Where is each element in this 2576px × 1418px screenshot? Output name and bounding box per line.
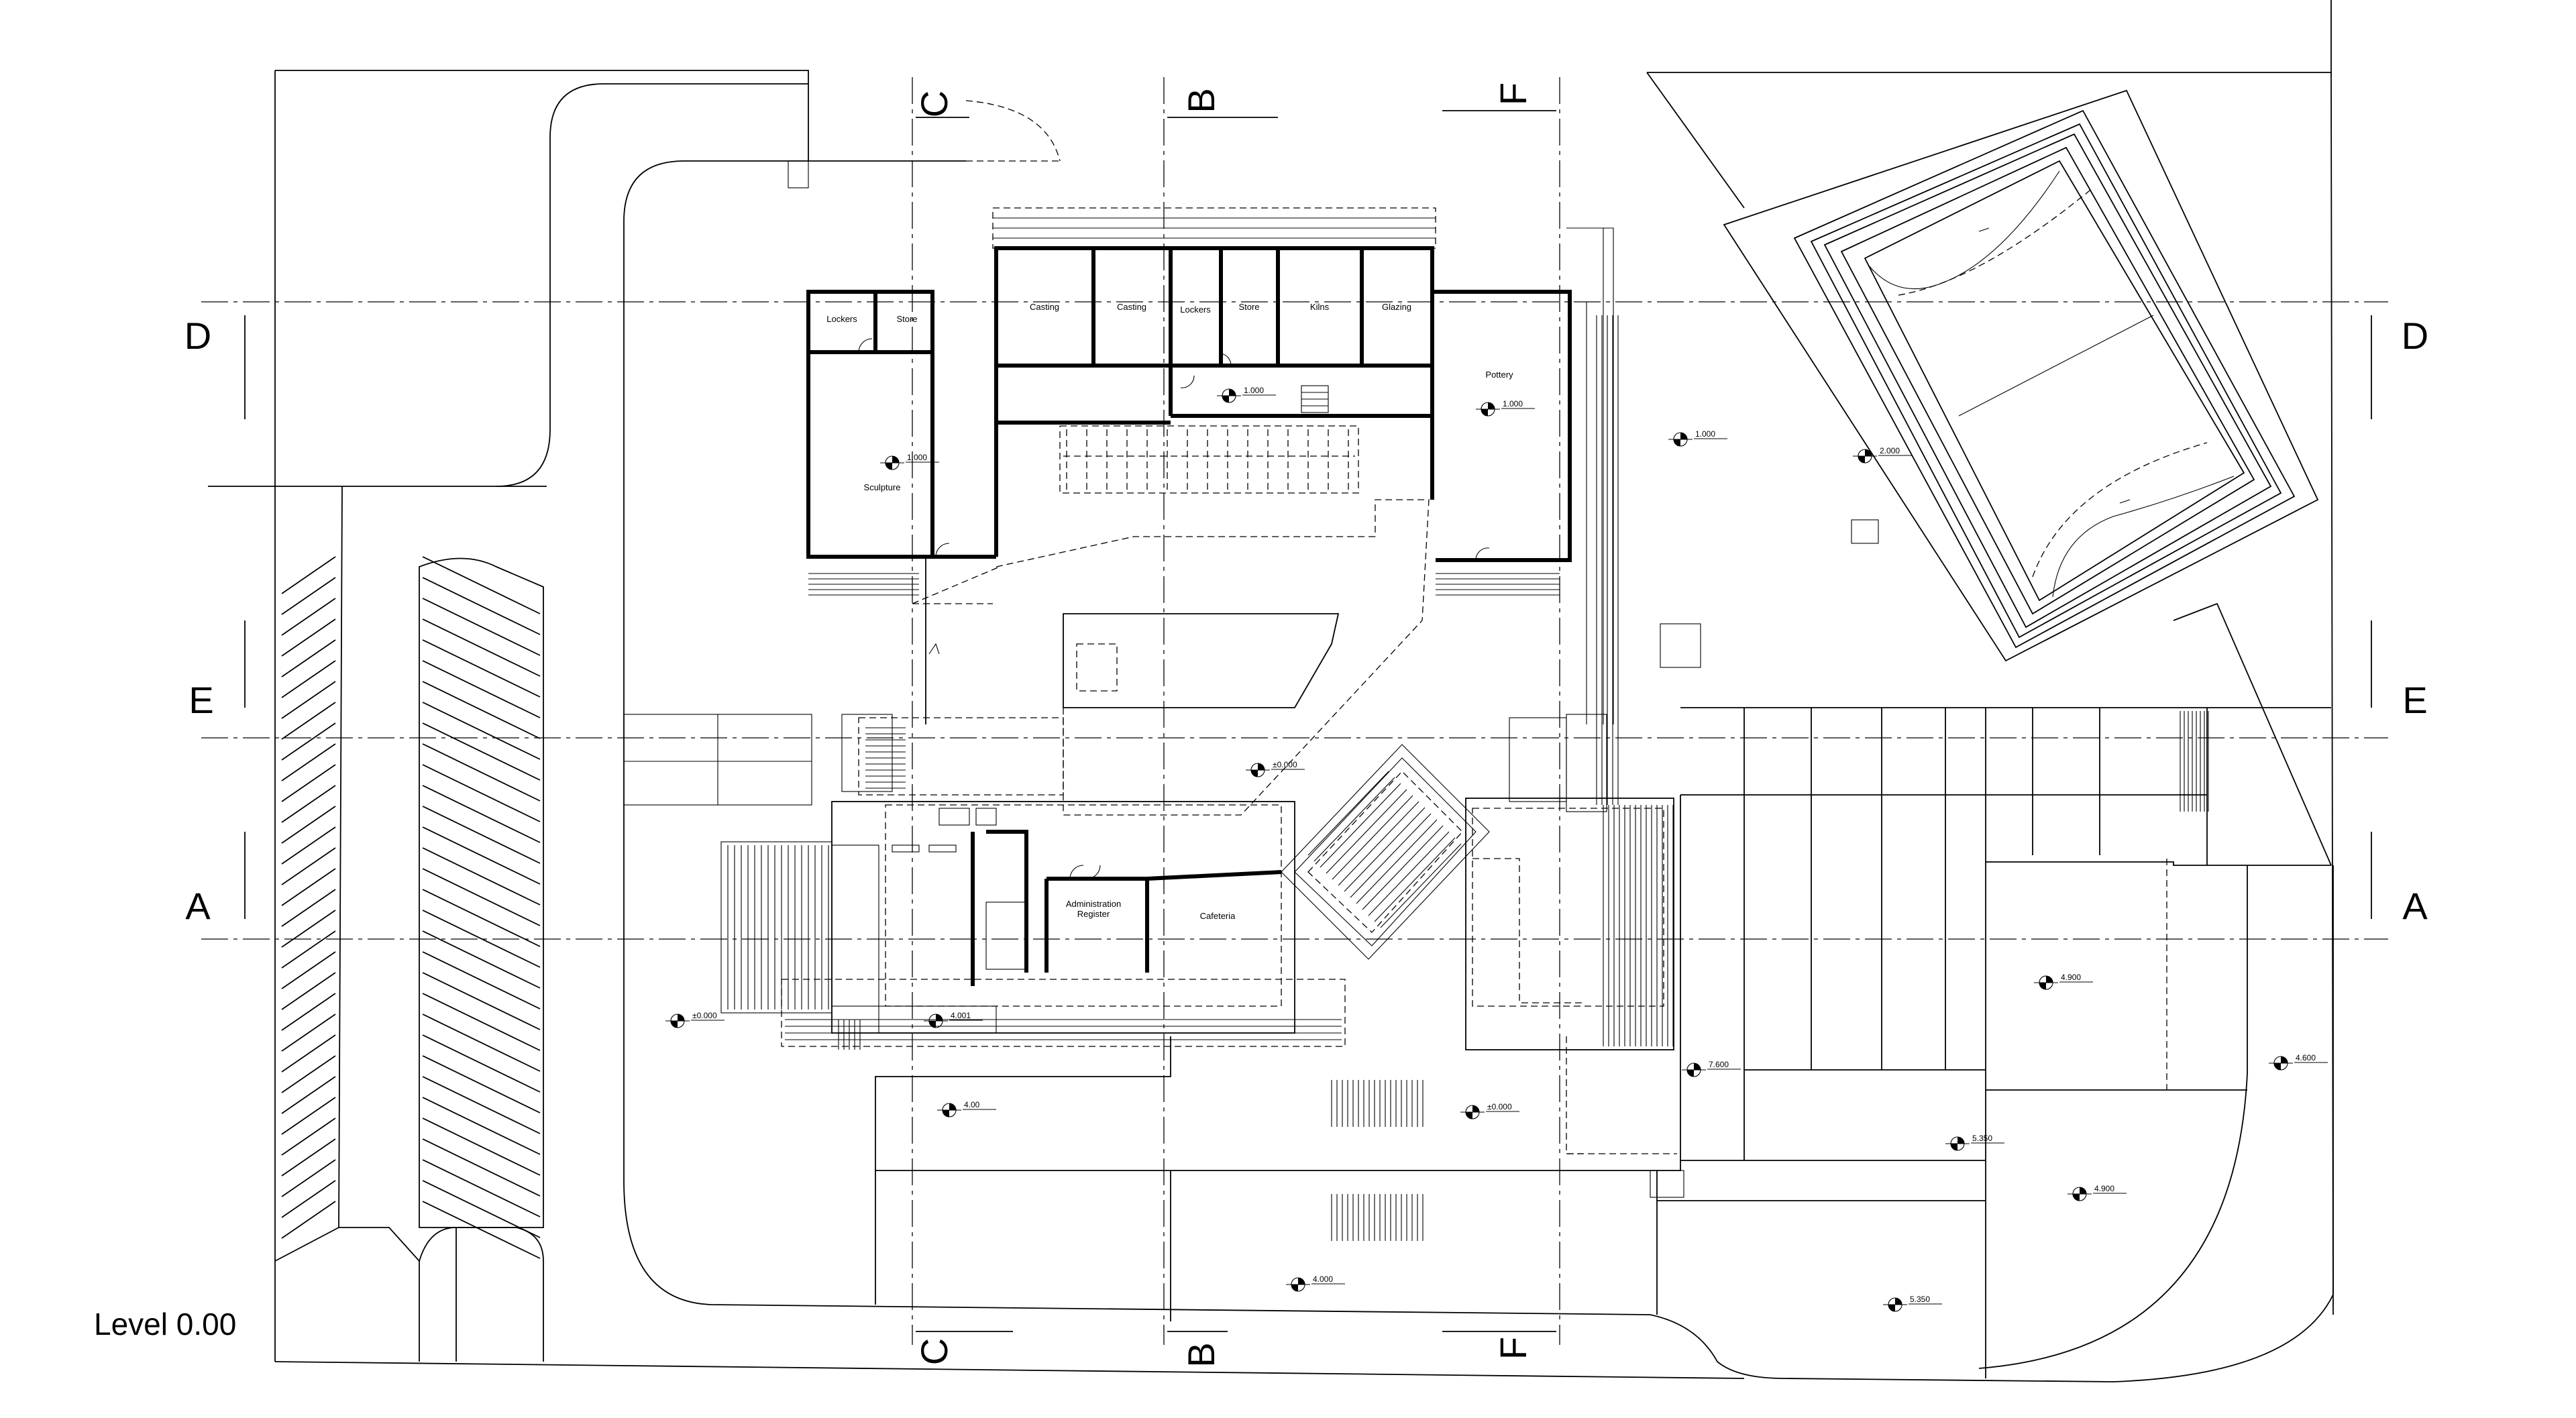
room-label-lockers-2: Lockers (1180, 305, 1211, 315)
north-west-stair-steps (808, 573, 919, 596)
section-axes (201, 77, 2388, 1345)
elevation-value: 4.000 (1313, 1274, 1333, 1284)
elevation-markers: 1.000 1.000 1.000 1.000 2.000 ±0.000 ±0.000 4.0… (665, 386, 2328, 1312)
room-label-glazing: Glazing (1382, 302, 1411, 312)
parking-stall-lines (281, 556, 541, 1259)
west-stair (727, 845, 829, 1010)
elevation-value: 1.000 (1244, 386, 1264, 395)
sports-court (1723, 89, 2319, 662)
elevation-value: 4.00 (964, 1100, 980, 1109)
elevation-value: 4.900 (2094, 1184, 2114, 1193)
elevation-value: 5.350 (1972, 1134, 1992, 1143)
bridge-steps (1307, 771, 1462, 928)
elevation-value: 5.350 (1910, 1295, 1930, 1304)
east-ramp (1603, 805, 1674, 1046)
room-label-kilns: Kilns (1310, 302, 1330, 312)
room-label-casting-1: Casting (1030, 302, 1059, 312)
south-steps-2 (1331, 1194, 1424, 1241)
room-label-lockers-1: Lockers (826, 314, 857, 324)
elevation-value: ±0.000 (1487, 1102, 1512, 1111)
corridor-grid (1063, 429, 1355, 490)
section-marker-d-left: D (184, 315, 211, 357)
south-west-steps (838, 1020, 861, 1050)
south-steps-1 (1331, 1080, 1424, 1127)
east-steps (2180, 711, 2209, 812)
locker-stair (1301, 385, 1329, 413)
elevation-value: 4.900 (2061, 973, 2081, 982)
parking-area (274, 486, 544, 1362)
section-marker-a-left: A (185, 885, 211, 927)
admin-cafeteria (720, 798, 1674, 1050)
section-marker-d-right: D (2402, 315, 2428, 357)
room-label-register: Register (1077, 909, 1110, 919)
section-marker-b-bottom: B (1180, 1342, 1222, 1367)
room-label-administration: Administration (1066, 899, 1121, 909)
section-marker-b-top: B (1180, 88, 1222, 113)
section-markers: D D E E A A C C B B F F (184, 83, 2428, 1368)
central-court (623, 315, 1619, 960)
room-label-pottery: Pottery (1485, 370, 1513, 380)
studio-wing (806, 207, 1572, 562)
elevation-value: ±0.000 (1273, 760, 1297, 769)
access-roads (496, 83, 2334, 1382)
elevation-value: 4.001 (951, 1011, 971, 1020)
ramp-north-east (1596, 315, 1619, 805)
elevation-value: 4.600 (2296, 1053, 2316, 1062)
elevation-value: 1.000 (1503, 399, 1523, 408)
south-landscape (838, 1020, 1986, 1321)
room-labels: Lockers Store Casting Casting Lockers St… (826, 302, 1513, 921)
north-west-stairs (788, 160, 1879, 1198)
elevation-value: ±0.000 (692, 1011, 717, 1020)
room-label-store-2: Store (1238, 302, 1259, 312)
section-marker-f-top: F (1492, 83, 1534, 105)
elevation-value: 1.000 (1695, 429, 1715, 439)
site-boundary (208, 0, 2334, 1379)
terraces (1680, 602, 2332, 1378)
south-deck-boards (785, 1019, 1342, 1040)
section-marker-a-right: A (2402, 885, 2428, 927)
section-marker-e-left: E (189, 679, 213, 721)
foyer-stair (865, 727, 906, 789)
room-label-casting-2: Casting (1117, 302, 1146, 312)
elevation-value: 2.000 (1880, 446, 1900, 455)
section-marker-f-bottom: F (1492, 1337, 1534, 1360)
room-label-cafeteria: Cafeteria (1200, 911, 1236, 921)
north-west-stair-steps-2 (1436, 573, 1560, 596)
room-label-store-1: Store (896, 314, 917, 324)
level-label: Level 0.00 (94, 1307, 236, 1342)
section-marker-c-top: C (913, 91, 955, 117)
room-label-sculpture: Sculpture (864, 482, 901, 492)
section-marker-c-bottom: C (913, 1338, 955, 1365)
elevation-value: 7.600 (1709, 1060, 1729, 1069)
section-marker-e-right: E (2402, 679, 2427, 721)
elevation-value: 1.000 (907, 453, 927, 462)
